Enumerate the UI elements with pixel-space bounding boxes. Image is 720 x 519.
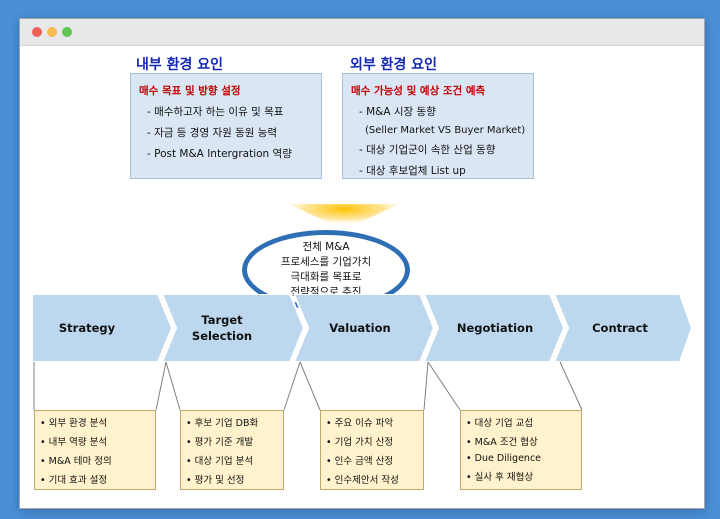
minimize-window-button[interactable] bbox=[47, 27, 57, 37]
activity-item: • M&A 테마 정의 bbox=[40, 456, 112, 467]
chevron-target-selection bbox=[160, 294, 306, 362]
activity-item: • 평가 및 선정 bbox=[186, 475, 245, 486]
activity-item: • M&A 조건 협상 bbox=[466, 437, 538, 448]
activity-item: • 외부 환경 분석 bbox=[40, 418, 108, 429]
center-goal-line: 전체 M&A bbox=[302, 241, 350, 253]
activity-item: • 후보 기업 DB화 bbox=[186, 418, 259, 429]
internal-env-head: 매수 목표 및 방향 설정 bbox=[139, 85, 241, 97]
stage-label-line: Selection bbox=[191, 329, 253, 343]
stage-label-line: Strategy bbox=[58, 321, 116, 335]
activity-item: • 인수 금액 산정 bbox=[326, 456, 394, 467]
stage-label-line: Target bbox=[201, 313, 243, 327]
external-env-title: 외부 환경 요인 bbox=[350, 57, 438, 73]
chevron-contract bbox=[552, 294, 692, 362]
external-env-item: - 대상 후보업체 List up bbox=[359, 165, 466, 177]
title-bar bbox=[20, 19, 704, 46]
activity-item: • 내부 역량 분석 bbox=[40, 437, 108, 448]
app-window: 내부 환경 요인 매수 목표 및 방향 설정 - 매수하고자 하는 이유 및 목… bbox=[19, 18, 705, 509]
external-env-item: (Seller Market VS Buyer Market) bbox=[365, 125, 526, 136]
stage-label-target-selection: Target Selection bbox=[172, 312, 272, 344]
slide-content: 내부 환경 요인 매수 목표 및 방향 설정 - 매수하고자 하는 이유 및 목… bbox=[20, 46, 704, 508]
internal-env-item: - Post M&A Intergration 역량 bbox=[147, 148, 292, 160]
activity-item: • 기대 효과 설정 bbox=[40, 475, 108, 486]
activity-item: • 실사 후 재협상 bbox=[466, 472, 534, 483]
activity-item: • 주요 이슈 파악 bbox=[326, 418, 394, 429]
activity-box-negotiation: • 대상 기업 교섭 • M&A 조건 협상 • Due Diligence •… bbox=[460, 410, 582, 490]
external-env-box: 매수 가능성 및 예상 조건 예측 - M&A 시장 동향 (Seller Ma… bbox=[342, 73, 534, 179]
external-env-head: 매수 가능성 및 예상 조건 예측 bbox=[351, 85, 486, 97]
activity-item: • 인수제안서 작성 bbox=[326, 475, 399, 486]
activity-item: • 대상 기업 분석 bbox=[186, 456, 254, 467]
activity-item: • 평가 기준 개발 bbox=[186, 437, 254, 448]
activity-box-target-selection: • 후보 기업 DB화 • 평가 기준 개발 • 대상 기업 분석 • 평가 및… bbox=[180, 410, 284, 490]
activity-item: • 기업 가치 산정 bbox=[326, 437, 394, 448]
close-window-button[interactable] bbox=[32, 27, 42, 37]
merge-arrow-glow bbox=[289, 204, 399, 230]
activity-box-valuation: • 주요 이슈 파악 • 기업 가치 산정 • 인수 금액 산정 • 인수제안서… bbox=[320, 410, 424, 490]
external-env-item: - 대상 기업군이 속한 산업 동향 bbox=[359, 144, 496, 156]
stage-label-strategy: Strategy bbox=[42, 320, 132, 336]
internal-env-item: - 자금 등 경영 자원 동원 능력 bbox=[147, 127, 278, 139]
internal-env-box: 매수 목표 및 방향 설정 - 매수하고자 하는 이유 및 목표 - 자금 등 … bbox=[130, 73, 322, 179]
chevron-strategy bbox=[32, 294, 174, 362]
stage-label-line: Contract bbox=[592, 321, 648, 335]
stage-label-line: Valuation bbox=[329, 321, 391, 335]
maximize-window-button[interactable] bbox=[62, 27, 72, 37]
stage-label-line: Negotiation bbox=[456, 321, 534, 335]
center-goal-line: 프로세스를 기업가치 bbox=[280, 256, 372, 268]
process-chevron-bar bbox=[32, 294, 692, 362]
stage-label-valuation: Valuation bbox=[310, 320, 410, 336]
stage-label-contract: Contract bbox=[570, 320, 670, 336]
chevron-negotiation bbox=[422, 294, 566, 362]
activity-item: • Due Diligence bbox=[466, 453, 542, 464]
activity-item: • 대상 기업 교섭 bbox=[466, 418, 534, 429]
external-env-item: - M&A 시장 동향 bbox=[359, 106, 436, 118]
internal-env-title: 내부 환경 요인 bbox=[136, 57, 224, 73]
center-goal-line: 극대화를 목표로 bbox=[290, 271, 362, 283]
chevron-valuation bbox=[292, 294, 436, 362]
activity-box-strategy: • 외부 환경 분석 • 내부 역량 분석 • M&A 테마 정의 • 기대 효… bbox=[34, 410, 156, 490]
internal-env-item: - 매수하고자 하는 이유 및 목표 bbox=[147, 106, 284, 118]
stage-label-negotiation: Negotiation bbox=[440, 320, 550, 336]
